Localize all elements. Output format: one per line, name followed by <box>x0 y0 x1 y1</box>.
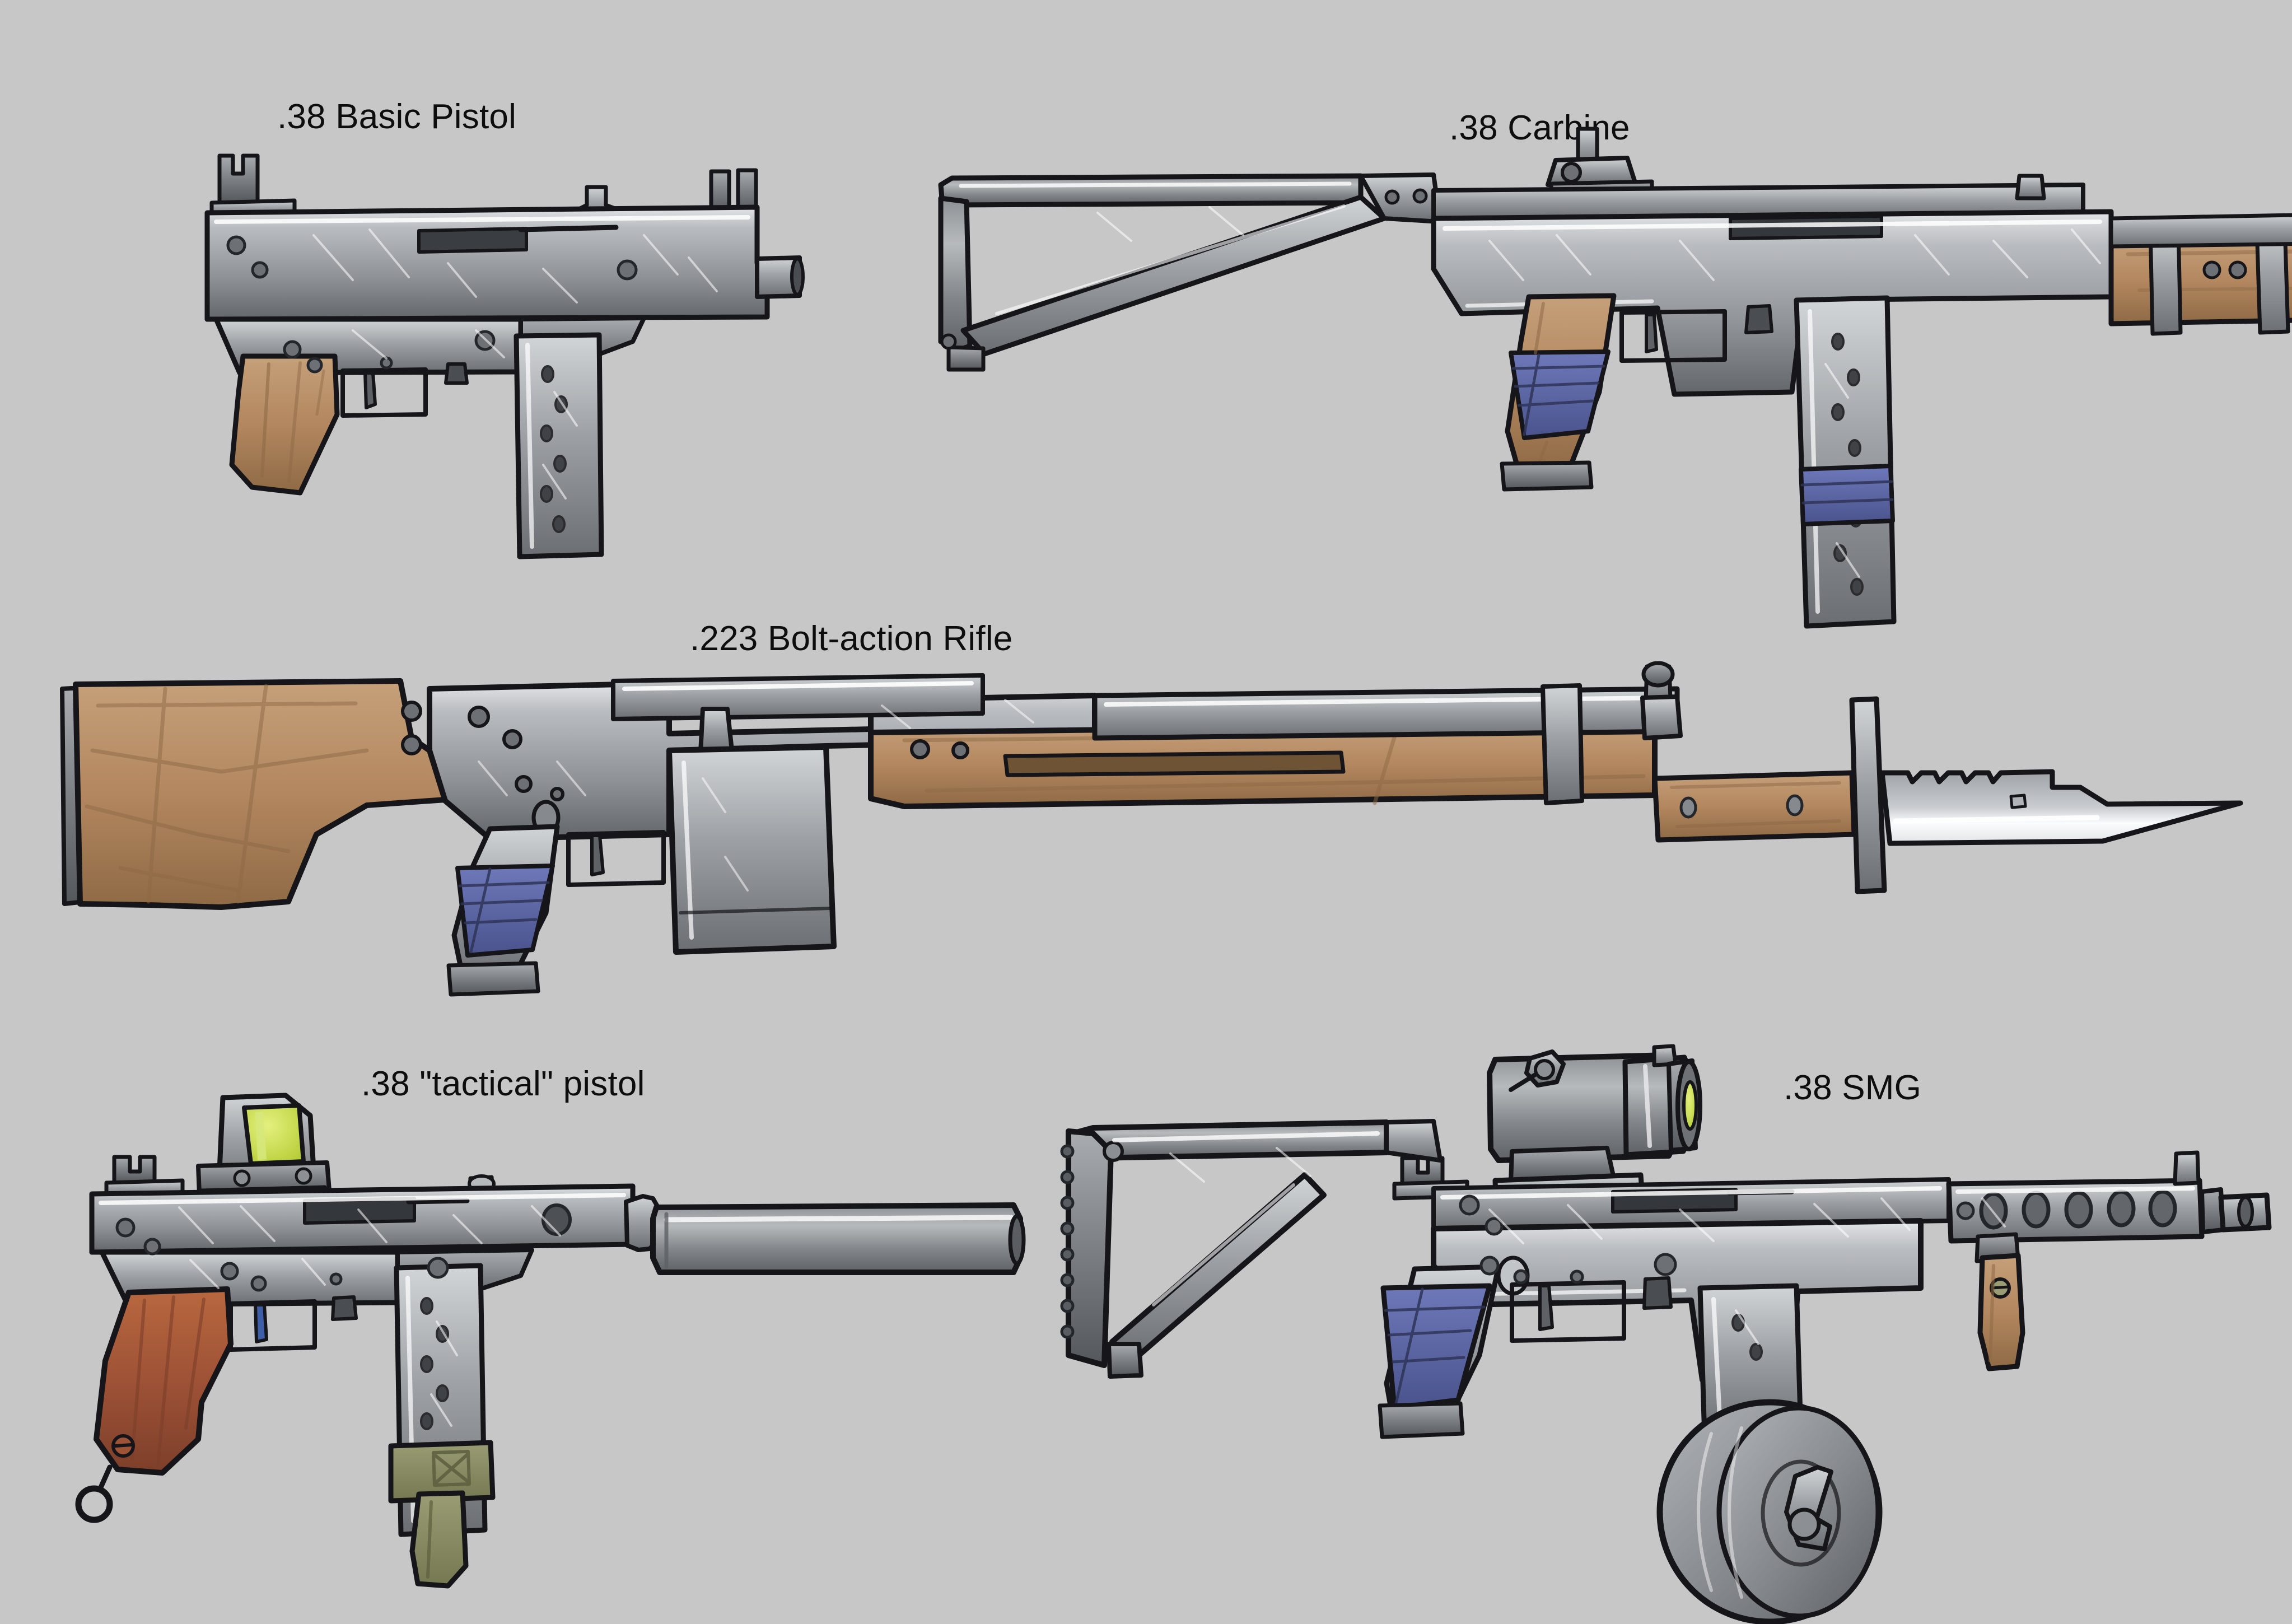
magazine-witness-holes <box>540 365 568 533</box>
cooling-ports-smg <box>1979 1189 2177 1230</box>
upper-receiver-basic-pistol <box>204 204 770 322</box>
wood-grain-rifle <box>85 684 369 904</box>
weapon-label-bolt-rifle: .223 Bolt-action Rifle <box>690 619 1013 658</box>
wood-grain-tactical-grip <box>130 1295 206 1468</box>
weapon-figure-carbine <box>930 127 2292 689</box>
blue-cloth-wrap-rifle <box>455 864 555 958</box>
scratch-highlights-tactical <box>178 1205 561 1427</box>
front-sight-rifle <box>1640 661 1683 740</box>
suppressor-muzzle <box>1008 1214 1026 1266</box>
weapon-label-basic-pistol: .38 Basic Pistol <box>277 97 517 136</box>
scratch-highlights <box>312 228 718 500</box>
weapon-figure-bolt-rifle <box>53 661 2248 1030</box>
suppressor-body <box>650 1202 1023 1275</box>
weapon-figure-basic-pistol <box>185 151 829 566</box>
weapon-label-smg: .38 SMG <box>1784 1068 1922 1107</box>
barrel-rifle <box>1092 686 1680 741</box>
rivets-rifle <box>468 706 564 801</box>
red-dot-sight-tactical-pistol <box>196 1093 332 1206</box>
bayonet-crossguard-rifle <box>1849 696 1887 894</box>
trigger-basic-pistol <box>363 371 377 409</box>
scratch-highlights-rifle <box>478 699 1034 892</box>
cloth-x-marking <box>432 1450 471 1487</box>
front-sight-basic-pistol <box>709 168 758 214</box>
blue-cloth-wrap-smg <box>1380 1283 1492 1411</box>
weapon-figure-smg <box>1042 1042 2279 1624</box>
muzzle-basic-pistol <box>790 257 805 296</box>
drum-ribs-smg <box>1697 1426 1743 1599</box>
blue-tape-magazine-carbine <box>1799 464 1895 526</box>
sight-lens-tactical-pistol <box>242 1103 306 1166</box>
wooden-grip-basic-pistol <box>229 353 340 496</box>
bolt-handle-carbine <box>2015 174 2046 200</box>
trigger-guard-smg <box>1510 1280 1626 1343</box>
trigger-guard-basic-pistol <box>340 367 428 418</box>
receiver-highlight <box>214 215 750 224</box>
grip-rifle <box>451 824 560 983</box>
grip-base-carbine <box>1500 460 1594 492</box>
scratch-highlights-carbine <box>1096 206 2101 578</box>
mag-release-smg <box>1642 1276 1673 1310</box>
ejection-port-basic-pistol <box>417 227 528 254</box>
folding-stock-carbine <box>938 172 1443 372</box>
magazine-witness-holes-tactical <box>420 1297 449 1430</box>
slide-ports-tactical-pistol <box>542 1203 572 1236</box>
magazine-basic-pistol <box>514 332 604 559</box>
front-sight-smg <box>2173 1150 2201 1186</box>
trigger-guard-carbine <box>1619 309 1727 363</box>
folding-stock-smg <box>1060 1119 1443 1379</box>
lanyard-ring-tactical-pistol <box>75 1464 113 1523</box>
barrel-carbine <box>2109 213 2292 249</box>
suppressor-tactical-pistol <box>624 1194 1026 1275</box>
mag-release-tactical-pistol <box>331 1295 358 1321</box>
buttplate-smg <box>1066 1128 1114 1368</box>
blue-trigger-tactical-pistol <box>254 1303 268 1343</box>
cloth-tail-tactical-pistol <box>409 1490 469 1589</box>
finger-groove-rifle <box>1003 750 1346 777</box>
grip-carbine <box>1505 293 1617 475</box>
blade-edge-highlight <box>1893 815 2100 824</box>
optic-lens-smg <box>1682 1080 1698 1131</box>
weapon-figure-tactical-pistol <box>62 1081 1064 1607</box>
blade-hole-rifle <box>2009 794 2027 809</box>
rivets-smg <box>1459 1194 1975 1285</box>
trigger-guard-tactical-pistol <box>228 1299 317 1352</box>
weapon-label-carbine: .38 Carbine <box>1449 109 1630 147</box>
bayonet-blade-rifle <box>1879 769 2243 846</box>
rear-sight-basic-pistol <box>209 153 297 218</box>
weapon-label-tactical-pistol: .38 "tactical" pistol <box>361 1065 645 1103</box>
trigger-carbine <box>1645 313 1658 353</box>
barrel-basic-pistol <box>755 255 802 299</box>
trigger-smg <box>1538 1284 1554 1331</box>
receiver-smg <box>1431 1218 1924 1383</box>
mag-release-carbine <box>1744 304 1773 334</box>
mag-catch-basic-pistol <box>444 362 469 385</box>
bayonet-rifle <box>1652 696 2243 894</box>
trigger-guard-rifle <box>566 830 666 887</box>
scratch-highlights-smg <box>1169 1147 2006 1345</box>
barrel-band-rifle <box>1541 683 1584 805</box>
drum-hub-ring-smg <box>1761 1459 1841 1567</box>
trigger-rifle <box>590 834 605 876</box>
buttplate-ribs-smg <box>1060 1144 1075 1339</box>
olive-cloth-wrap-tactical-pistol <box>388 1440 496 1589</box>
box-magazine-rifle <box>666 744 837 955</box>
rivets-tactical-pistol <box>115 1217 449 1292</box>
drum-magazine-smg <box>1656 1283 1883 1624</box>
grip-base-rifle <box>446 961 540 997</box>
vertical-foregrip-smg <box>1974 1232 2025 1371</box>
grip-base-smg <box>1378 1401 1465 1439</box>
ejection-port-carbine <box>1729 214 1883 240</box>
